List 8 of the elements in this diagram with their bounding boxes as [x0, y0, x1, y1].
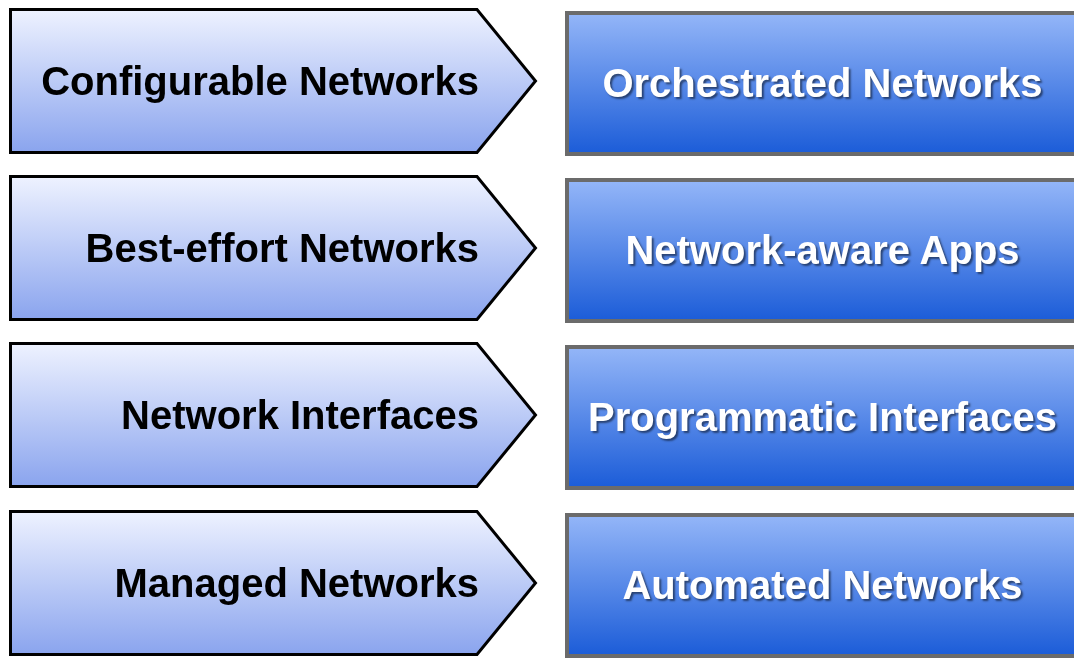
chevron-label: Managed Networks	[114, 559, 479, 607]
chevron-label: Configurable Networks	[41, 57, 479, 105]
box-label: Orchestrated Networks	[602, 60, 1043, 107]
chevron-label: Best-effort Networks	[85, 224, 479, 272]
chevron-label: Network Interfaces	[121, 391, 479, 439]
box-label: Network-aware Apps	[625, 227, 1020, 274]
box-label: Automated Networks	[622, 562, 1023, 609]
box-label: Programmatic Interfaces	[587, 394, 1058, 441]
